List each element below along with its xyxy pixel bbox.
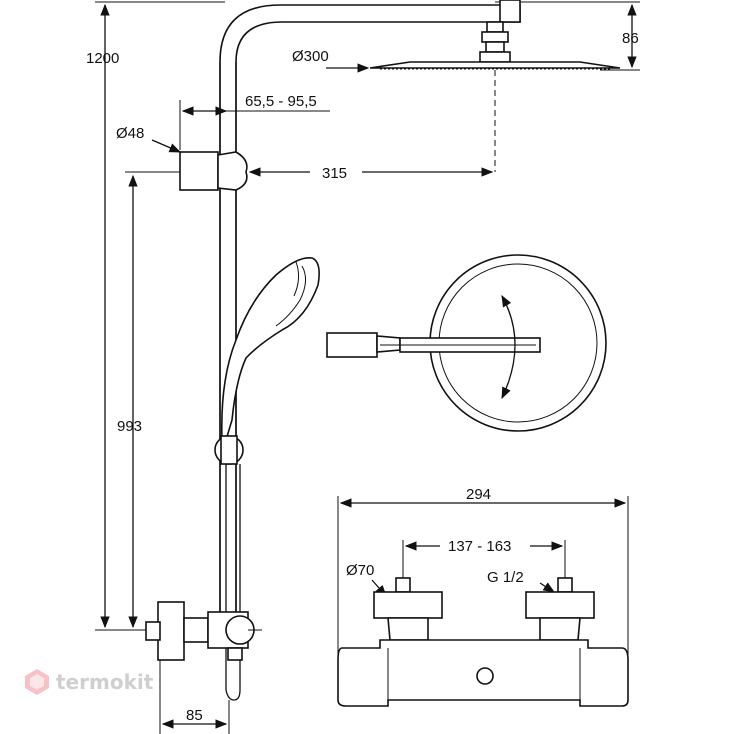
label-column-height: 993 — [117, 418, 142, 435]
wall-bracket: Ø48 — [116, 125, 248, 191]
label-inlet-centers: 137 - 163 — [448, 538, 511, 555]
hand-shower — [214, 257, 320, 701]
dim-column-height: 993 — [117, 171, 180, 629]
mixer-side-view — [145, 601, 262, 661]
termokit-watermark: termokit — [24, 668, 153, 696]
label-thread: G 1/2 — [487, 569, 524, 586]
dim-head-height: 86 — [495, 1, 640, 71]
label-head-height: 86 — [622, 30, 639, 47]
dim-total-height: 1200 — [86, 1, 225, 631]
label-head-diameter: Ø300 — [292, 48, 329, 65]
rotation-detail — [326, 254, 607, 432]
mixer-front-view: 294 137 - 163 Ø70 G 1/2 — [337, 486, 629, 707]
label-bracket-range: 65,5 - 95,5 — [245, 93, 317, 110]
dim-head-diameter: Ø300 — [292, 48, 370, 73]
label-cover-diameter: Ø70 — [346, 562, 374, 579]
dim-mixer-offset: 85 — [159, 660, 230, 734]
label-mixer-width: 294 — [466, 486, 491, 503]
dim-bracket-range: 65,5 - 95,5 — [179, 93, 330, 150]
label-bracket-diameter: Ø48 — [116, 125, 144, 142]
termokit-logo-icon — [25, 669, 49, 695]
label-total-height: 1200 — [86, 50, 119, 67]
label-mixer-offset: 85 — [186, 707, 203, 724]
overhead-shower-head — [369, 21, 621, 172]
label-arm-length: 315 — [322, 165, 347, 182]
watermark-text: termokit — [56, 670, 154, 694]
dim-arm-length: 315 — [248, 165, 494, 182]
